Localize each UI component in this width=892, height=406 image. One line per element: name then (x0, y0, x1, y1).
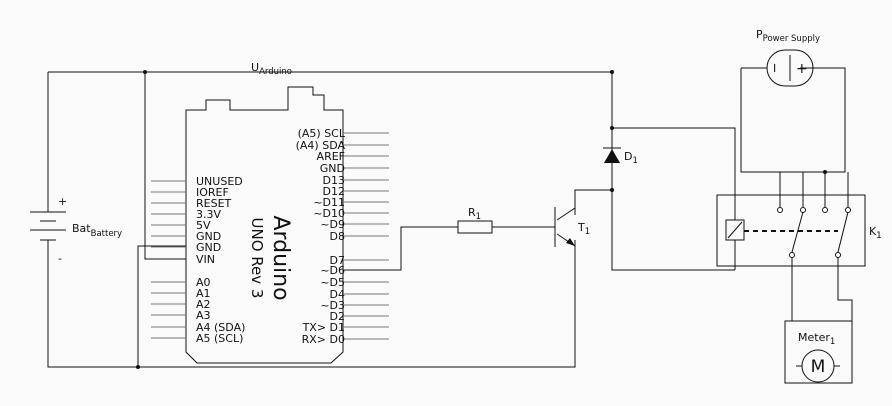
diode-d1: D1 (603, 128, 638, 190)
pin-label-d9: ~D9 (320, 218, 345, 231)
u-arduino-label: UArduino (251, 61, 292, 77)
junction-dots (136, 70, 827, 369)
power-supply-plus: + (796, 61, 808, 77)
pin-label-reset: RESET (196, 197, 232, 210)
pin-label-d2: D2 (330, 310, 345, 323)
battery-plus: + (58, 195, 67, 208)
pin-label-vin: VIN (196, 253, 215, 266)
pin-label-a2: A2 (196, 298, 211, 311)
motor-symbol: M (811, 357, 826, 377)
pin-label-d3: ~D3 (320, 299, 345, 312)
pin-label-a0: A0 (196, 276, 211, 289)
t1-label: T1 (577, 221, 590, 237)
arduino-subtitle: UNO Rev 3 (248, 218, 266, 299)
pin-label-d1: TX> D1 (302, 321, 345, 334)
r1-label: R1 (468, 206, 481, 222)
pin-label-a5-scl: (A5) SCL (298, 127, 346, 140)
battery-minus: - (58, 252, 62, 265)
meter-label: Meter1 (798, 331, 835, 347)
pin-label-d12: D12 (323, 185, 345, 198)
pin-label-gnd-3: GND (320, 162, 345, 175)
relay-k1: K1 (716, 194, 882, 267)
pin-label-5v: 5V (196, 219, 211, 232)
pin-label-d8: D8 (330, 230, 345, 243)
arduino-left-pin-labels: UNUSED IOREF RESET 3.3V 5V GND GND VIN A… (196, 175, 245, 345)
power-supply: I + PPower Supply (741, 28, 845, 87)
wiring (47, 67, 853, 368)
pin-label-d4: D4 (330, 288, 345, 301)
pin-label-aref: AREF (317, 150, 345, 163)
pin-label-d11: ~D11 (313, 196, 345, 209)
power-supply-i: I (773, 62, 776, 75)
arduino-uno-board: Arduino UNO Rev 3 (185, 86, 344, 364)
arduino-title: Arduino (268, 215, 293, 300)
pin-label-ioref: IOREF (196, 186, 229, 199)
pin-label-d7: D7 (330, 254, 345, 267)
battery-symbol: + - BatBattery (30, 195, 122, 265)
pin-label-3v3: 3.3V (196, 208, 221, 221)
resistor-r1: R1 (457, 206, 493, 234)
d1-label: D1 (624, 150, 638, 166)
pin-label-d10: ~D10 (313, 207, 345, 220)
pin-label-gnd-1: GND (196, 230, 221, 243)
pin-label-d13: D13 (323, 174, 345, 187)
pin-label-a1: A1 (196, 287, 211, 300)
pin-label-a5: A5 (SCL) (196, 332, 243, 345)
pin-label-d0: RX> D0 (302, 333, 345, 346)
pin-label-d6: ~D6 (320, 264, 345, 277)
battery-label: BatBattery (72, 222, 122, 239)
pin-label-gnd-2: GND (196, 241, 221, 254)
pin-label-d5: ~D5 (320, 276, 345, 289)
pin-label-a4: A4 (SDA) (196, 321, 245, 334)
arduino-right-pin-labels: (A5) SCL (A4) SDA AREF GND D13 D12 ~D11 … (296, 127, 346, 346)
pin-label-unused: UNUSED (196, 175, 243, 188)
transistor-t1: T1 (554, 190, 590, 247)
k1-label: K1 (869, 225, 882, 241)
pin-label-a3: A3 (196, 309, 211, 322)
pin-label-a4-sda: (A4) SDA (296, 139, 346, 152)
meter-motor: M Meter1 (784, 320, 853, 384)
power-supply-label: PPower Supply (756, 28, 820, 44)
